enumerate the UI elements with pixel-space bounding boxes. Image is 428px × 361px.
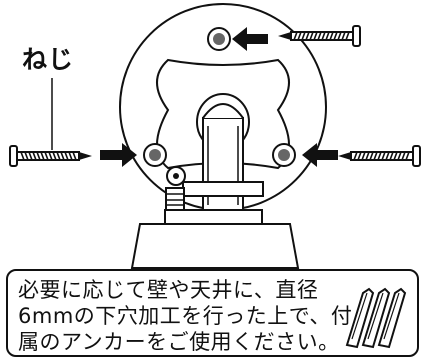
arrow-icon (232, 27, 268, 51)
screw-icon (9, 145, 93, 167)
screw-hole-right (272, 143, 296, 167)
screw-hole-left (143, 143, 167, 167)
arrow-icon (302, 143, 338, 167)
arrow-icon (100, 143, 137, 167)
note-box: 必要に応じて壁や天井に、直径 6mmの下穴加工を行った上で、付 属のアンカーをご… (6, 269, 419, 357)
note-line: 必要に応じて壁や天井に、直径 (18, 278, 319, 302)
screw-label: ねじ (22, 45, 75, 74)
note-text: 必要に応じて壁や天井に、直径 6mmの下穴加工を行った上で、付 属のアンカーをご… (18, 277, 353, 355)
note-line: 6mmの下穴加工を行った上で、付 (18, 304, 353, 328)
screw-icon (338, 146, 420, 166)
screw-hole-top (207, 27, 231, 51)
wall-anchor-icon (345, 287, 407, 349)
note-line: 属のアンカーをご使用ください。 (18, 330, 340, 354)
